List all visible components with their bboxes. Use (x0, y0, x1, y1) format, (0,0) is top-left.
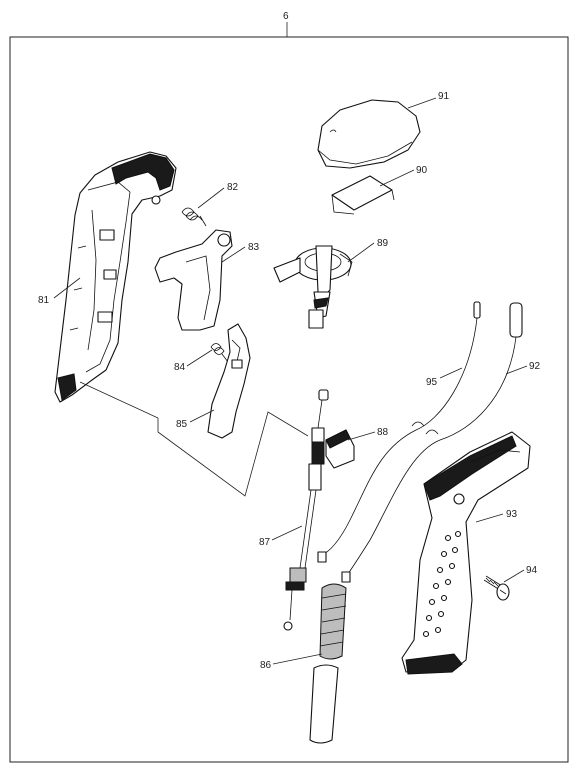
assembly-outline (79, 381, 309, 497)
part-92-cable (341, 302, 523, 583)
part-93-front-grip (401, 431, 531, 675)
part-93-grip-holes (422, 530, 462, 638)
part-86-tube (309, 583, 347, 744)
part-label-87: 87 (259, 537, 271, 548)
part-labels: 81 82 83 84 85 86 87 88 89 90 91 92 93 9… (38, 91, 541, 671)
leader-lines (53, 97, 528, 665)
part-label-95: 95 (426, 377, 438, 388)
part-label-94: 94 (526, 565, 538, 576)
part-95-cable (317, 301, 481, 563)
part-82-spring (181, 207, 207, 227)
part-89-switch-assembly (273, 245, 353, 329)
part-85-lock-lever (207, 323, 251, 439)
diagram-frame (9, 36, 569, 763)
part-83-trigger (154, 229, 233, 331)
part-91-cover (317, 99, 421, 169)
part-90-clip (331, 175, 395, 215)
part-label-85: 85 (176, 419, 188, 430)
assembly-label: 6 (283, 11, 289, 22)
part-label-83: 83 (248, 242, 260, 253)
part-84-spring (210, 343, 229, 363)
part-label-88: 88 (377, 427, 389, 438)
part-label-82: 82 (227, 182, 239, 193)
part-label-92: 92 (529, 361, 541, 372)
part-label-89: 89 (377, 238, 389, 249)
part-label-86: 86 (260, 660, 272, 671)
part-label-84: 84 (174, 362, 186, 373)
part-87-throttle-rod (283, 389, 329, 631)
part-label-91: 91 (438, 91, 450, 102)
part-label-93: 93 (506, 509, 518, 520)
part-88-block (325, 429, 355, 469)
part-94-screw (483, 575, 510, 601)
part-label-81: 81 (38, 295, 50, 306)
part-81-handle-housing (54, 151, 177, 403)
cable-break-mark (411, 421, 439, 435)
part-label-90: 90 (416, 165, 428, 176)
